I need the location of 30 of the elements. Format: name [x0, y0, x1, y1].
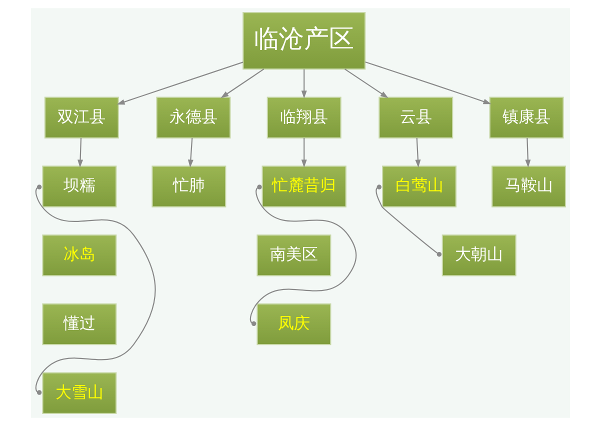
arrow: [524, 138, 530, 168]
connector: [375, 184, 442, 257]
node-box: 永德县: [156, 96, 230, 138]
node-box: 大雪山: [42, 372, 116, 414]
connector: [34, 184, 156, 395]
connector: [250, 184, 356, 326]
arrow: [414, 138, 420, 168]
arrow: [220, 68, 264, 98]
node-box: 镇康县: [488, 96, 564, 138]
node-box: 马鞍山: [491, 166, 566, 208]
node-box: 白莺山: [382, 166, 456, 208]
arrow: [77, 138, 83, 168]
node-box: 懂过: [42, 303, 116, 346]
node-box: 坝糯: [42, 166, 116, 208]
arrow: [344, 68, 388, 98]
node-box: 双江县: [44, 96, 118, 138]
arrow: [300, 69, 306, 99]
arrow: [116, 62, 243, 105]
node-box: 忙肺: [151, 166, 226, 208]
arrow: [300, 138, 306, 168]
node-box: 大朝山: [441, 234, 516, 276]
arrow: [187, 138, 193, 168]
node-box: 云县: [378, 96, 453, 138]
node-box: 冰岛: [42, 234, 116, 276]
node-box: 忙麓昔归: [261, 166, 346, 208]
node-box: 临沧产区: [242, 12, 366, 70]
arrow: [364, 61, 491, 104]
node-box: 临翔县: [266, 96, 341, 138]
node-box: 南美区: [256, 234, 331, 276]
node-box: 凤庆: [256, 303, 331, 346]
